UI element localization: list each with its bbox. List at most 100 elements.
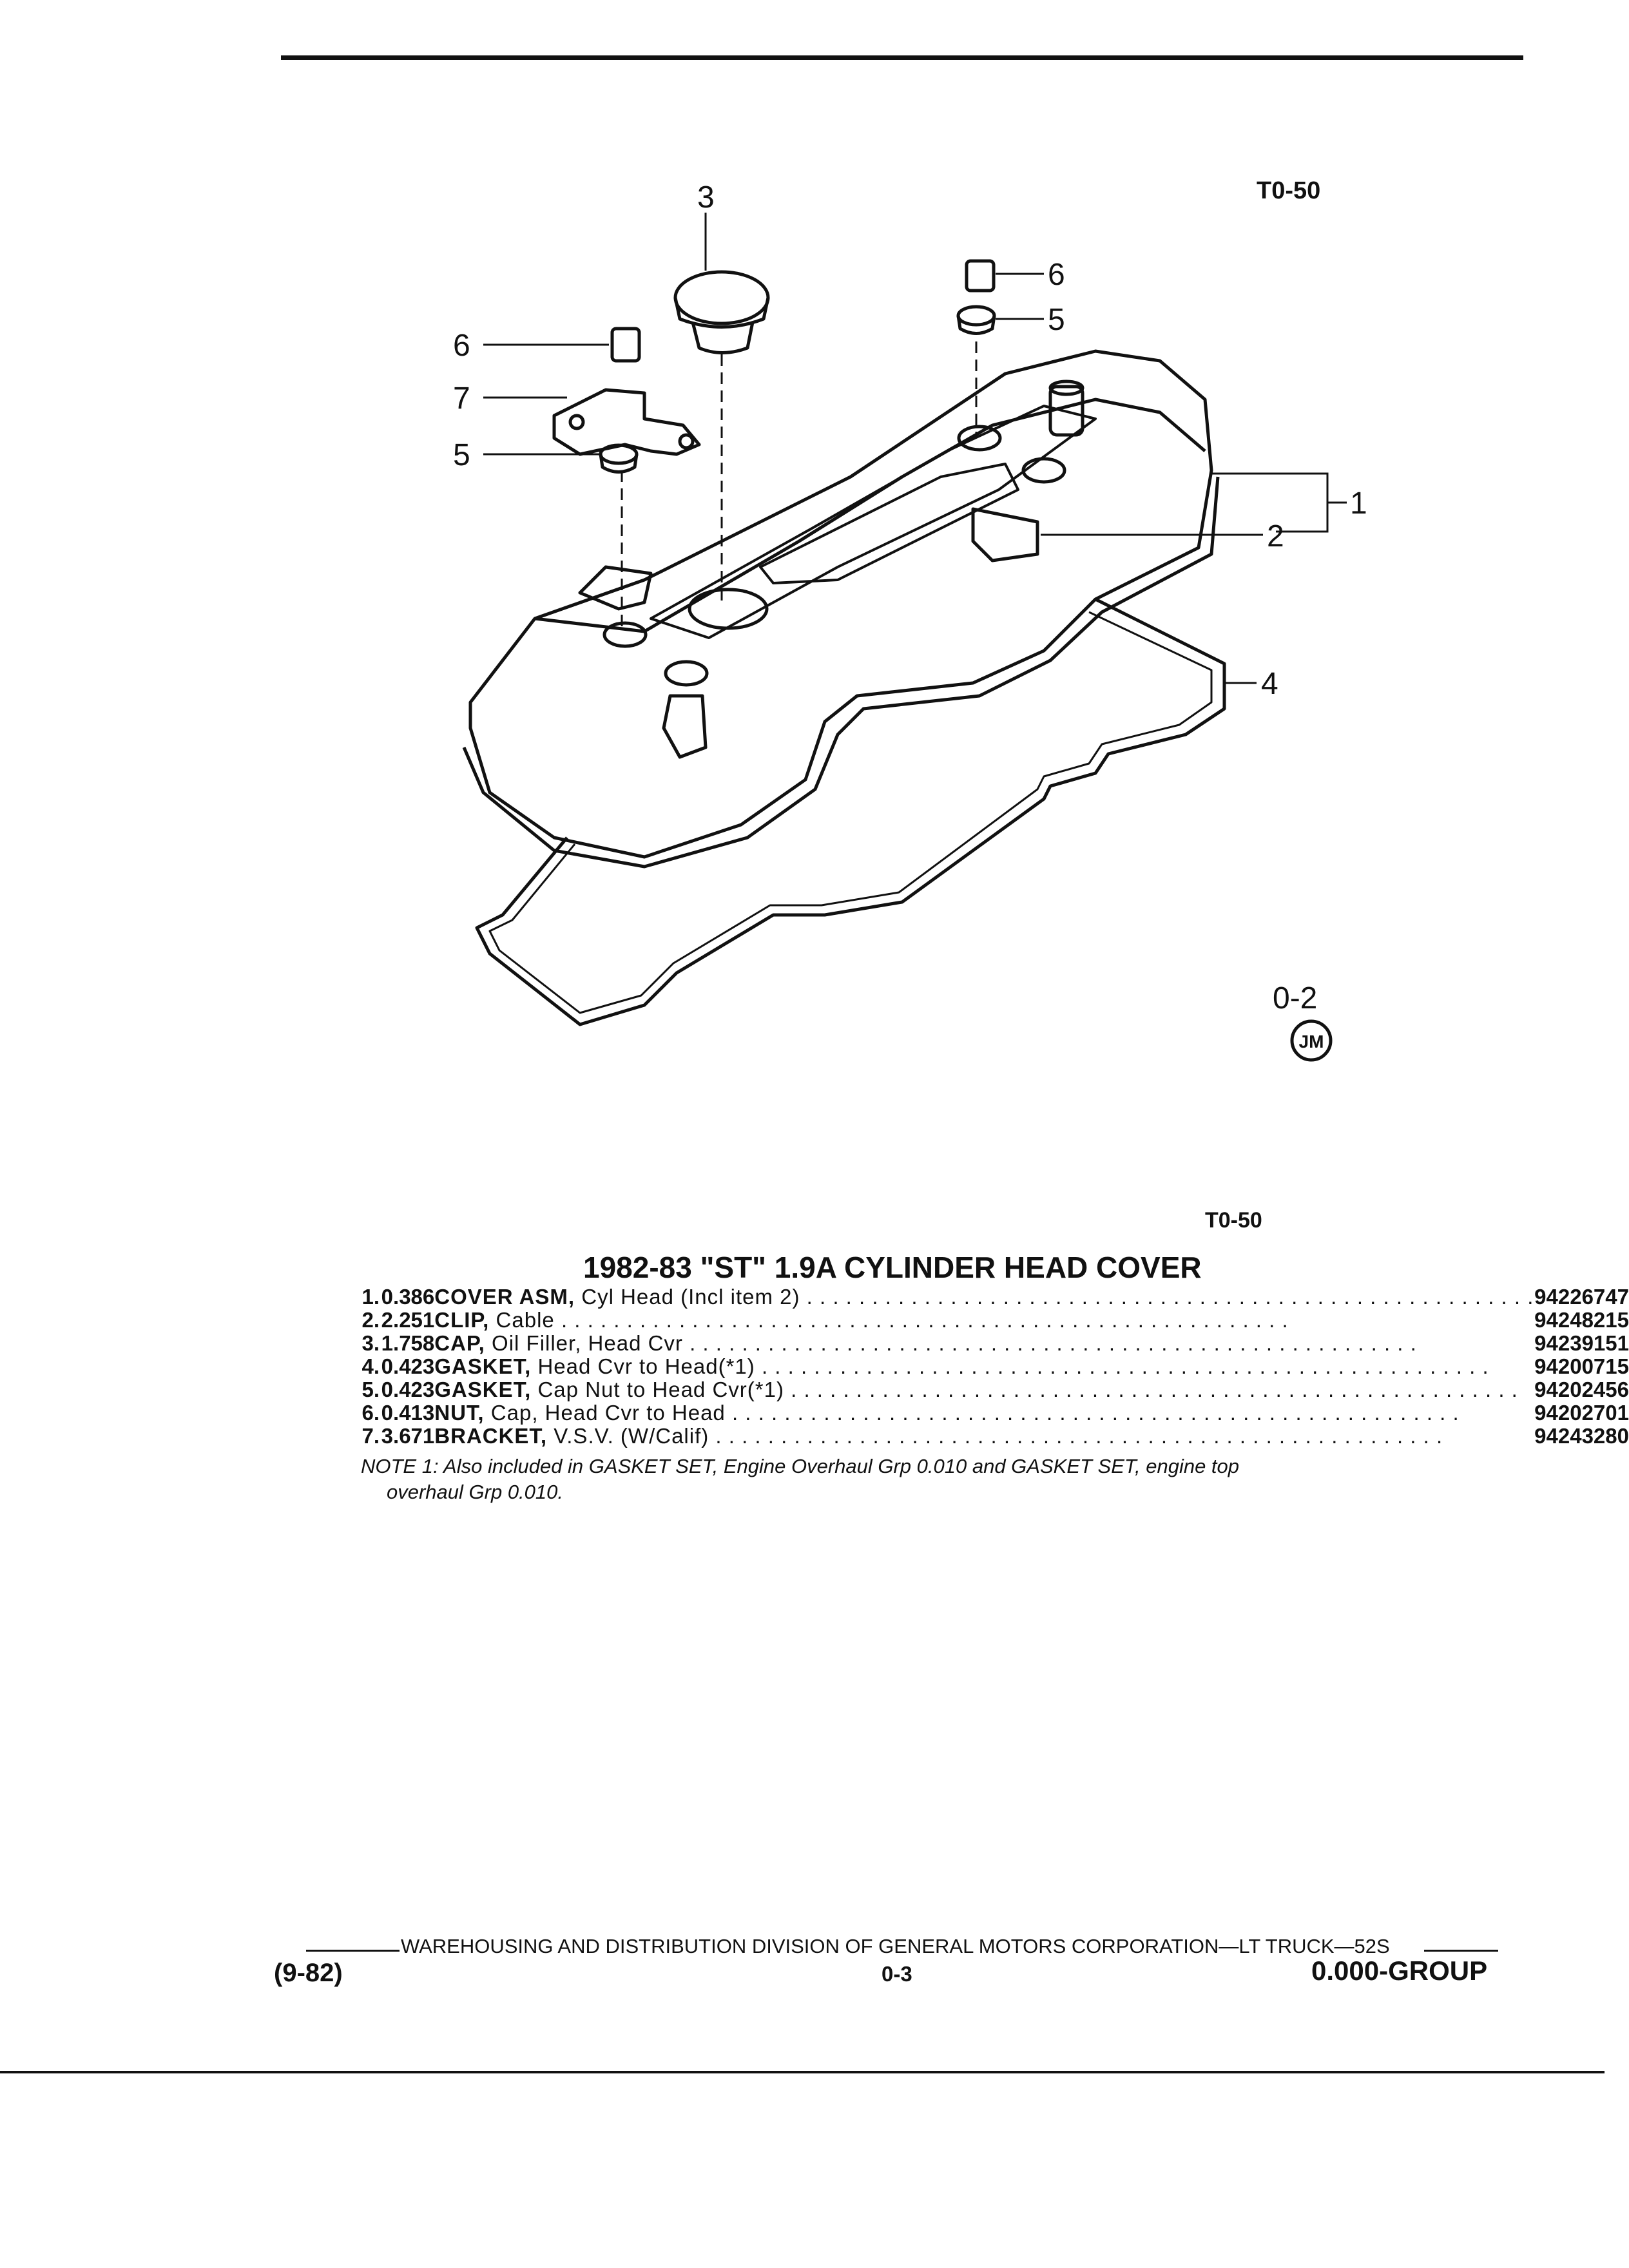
callout-4: 4	[1261, 667, 1278, 701]
cover-rim	[462, 476, 1220, 869]
filler-hole	[688, 588, 769, 630]
item-number: 6.	[361, 1401, 380, 1425]
item-name: GASKET,	[434, 1378, 532, 1401]
part-number: 94243280	[1534, 1424, 1629, 1448]
item-number: 7.	[361, 1424, 380, 1448]
footer-group: 0.000-GROUP	[1311, 1956, 1488, 1986]
dot-leader: . . . . . . . . . . . . . . . . . . . . …	[689, 1332, 1417, 1355]
bottom-rule	[0, 2071, 1605, 2073]
item-description: BRACKET, V.S.V. (W/Calif) . . . . . . . …	[434, 1425, 1534, 1448]
cable-clip	[662, 694, 708, 759]
footnote-line-1: NOTE 1: Also included in GASKET SET, Eng…	[361, 1455, 1240, 1477]
jm-stamp	[1290, 1019, 1333, 1062]
item-description: CAP, Oil Filler, Head Cvr . . . . . . . …	[434, 1332, 1534, 1355]
dot-leader: . . . . . . . . . . . . . . . . . . . . …	[731, 1401, 1460, 1425]
callout-3: 3	[697, 180, 715, 215]
item-detail: V.S.V. (W/Calif)	[554, 1425, 709, 1448]
item-number: 5.	[361, 1378, 380, 1401]
cover-outer	[468, 349, 1213, 859]
callout-6: 6	[453, 329, 470, 363]
item-detail: Cap, Head Cvr to Head	[490, 1401, 726, 1425]
item-description: GASKET, Cap Nut to Head Cvr(*1) . . . . …	[434, 1378, 1534, 1401]
catalog-code: 0.386	[381, 1285, 435, 1309]
gasket-inner	[488, 611, 1213, 1014]
item-name: NUT,	[434, 1401, 485, 1425]
dot-leader: . . . . . . . . . . . . . . . . . . . . …	[561, 1309, 1289, 1332]
dot-leader: . . . . . . . . . . . . . . . . . . . . …	[791, 1378, 1518, 1401]
item-number: 2.	[361, 1308, 380, 1332]
nut-gasket	[956, 305, 996, 327]
item-description: CLIP, Cable . . . . . . . . . . . . . . …	[434, 1309, 1534, 1332]
view-reference: 0-2	[1273, 981, 1317, 1015]
cap-nut	[610, 327, 641, 363]
catalog-code: 0.413	[381, 1401, 435, 1425]
item-name: GASKET,	[434, 1355, 532, 1378]
bolt-hole	[1021, 457, 1066, 484]
part-number: 94226747	[1534, 1285, 1629, 1309]
footer-rule-left	[306, 1950, 400, 1952]
callout-6: 6	[1048, 258, 1065, 292]
section-title: 1982-83 "ST" 1.9A CYLINDER HEAD COVER	[583, 1251, 1202, 1284]
figure-code: T0-50	[1257, 177, 1321, 204]
footnote-line-2: overhaul Grp 0.010.	[387, 1481, 564, 1503]
callout-1: 1	[1350, 486, 1367, 521]
catalog-code: 2.251	[381, 1308, 435, 1332]
cap-nut	[965, 259, 996, 293]
item-detail: Head Cvr to Head(*1)	[537, 1355, 755, 1378]
item-name: CLIP,	[434, 1309, 490, 1332]
cable-clip	[971, 507, 1039, 562]
item-detail: Cyl Head (Incl item 2)	[581, 1285, 800, 1309]
catalog-code: 0.423	[381, 1354, 435, 1378]
gasket-outline	[475, 597, 1226, 1026]
item-description: COVER ASM, Cyl Head (Incl item 2) . . . …	[434, 1285, 1534, 1309]
dot-leader: . . . . . . . . . . . . . . . . . . . . …	[715, 1425, 1443, 1448]
nut-gasket	[599, 443, 639, 465]
dot-leader: . . . . . . . . . . . . . . . . . . . . …	[806, 1285, 1534, 1309]
item-description: GASKET, Head Cvr to Head(*1) . . . . . .…	[434, 1355, 1534, 1378]
callout-2: 2	[1267, 519, 1284, 553]
callout-7: 7	[453, 381, 470, 416]
item-name: COVER ASM,	[434, 1285, 575, 1309]
footer-division: WAREHOUSING AND DISTRIBUTION DIVISION OF…	[401, 1935, 1390, 1957]
item-detail: Cable	[496, 1309, 555, 1332]
item-number: 3.	[361, 1331, 380, 1355]
part-number: 94202701	[1534, 1401, 1629, 1425]
item-number: 1.	[361, 1285, 380, 1309]
part-number: 94248215	[1534, 1308, 1629, 1332]
item-name: BRACKET,	[434, 1425, 548, 1448]
section-code: T0-50	[1205, 1208, 1262, 1233]
item-name: CAP,	[434, 1332, 485, 1355]
breather-pipe	[1048, 385, 1084, 437]
bracket	[552, 388, 701, 456]
footer-rule-right	[1424, 1950, 1498, 1952]
exploded-view-diagram: 3 6 5 6 7 5 1 2 4 0-2 JM	[453, 180, 1367, 1062]
catalog-code: 1.758	[381, 1331, 435, 1355]
footer-page-number: 0-3	[882, 1962, 912, 1986]
catalog-code: 0.423	[381, 1378, 435, 1401]
item-description: NUT, Cap, Head Cvr to Head . . . . . . .…	[434, 1401, 1534, 1425]
callout-5: 5	[453, 438, 470, 472]
footer-date: (9-82)	[274, 1959, 343, 1987]
dot-leader: . . . . . . . . . . . . . . . . . . . . …	[761, 1355, 1489, 1378]
part-number: 94200715	[1534, 1354, 1629, 1378]
part-number: 94202456	[1534, 1378, 1629, 1401]
cover-window	[759, 463, 1019, 584]
part-number: 94239151	[1534, 1331, 1629, 1355]
callout-5: 5	[1048, 303, 1065, 337]
cover-top	[534, 398, 1206, 633]
bolt-hole	[602, 621, 648, 648]
catalog-code: 3.671	[381, 1424, 435, 1448]
item-detail: Oil Filler, Head Cvr	[492, 1332, 683, 1355]
item-detail: Cap Nut to Head Cvr(*1)	[537, 1378, 784, 1401]
cover-top-plate	[650, 405, 1097, 639]
jm-stamp-text: JM	[1299, 1032, 1324, 1052]
footnote: NOTE 1: Also included in GASKET SET, Eng…	[361, 1454, 1418, 1505]
